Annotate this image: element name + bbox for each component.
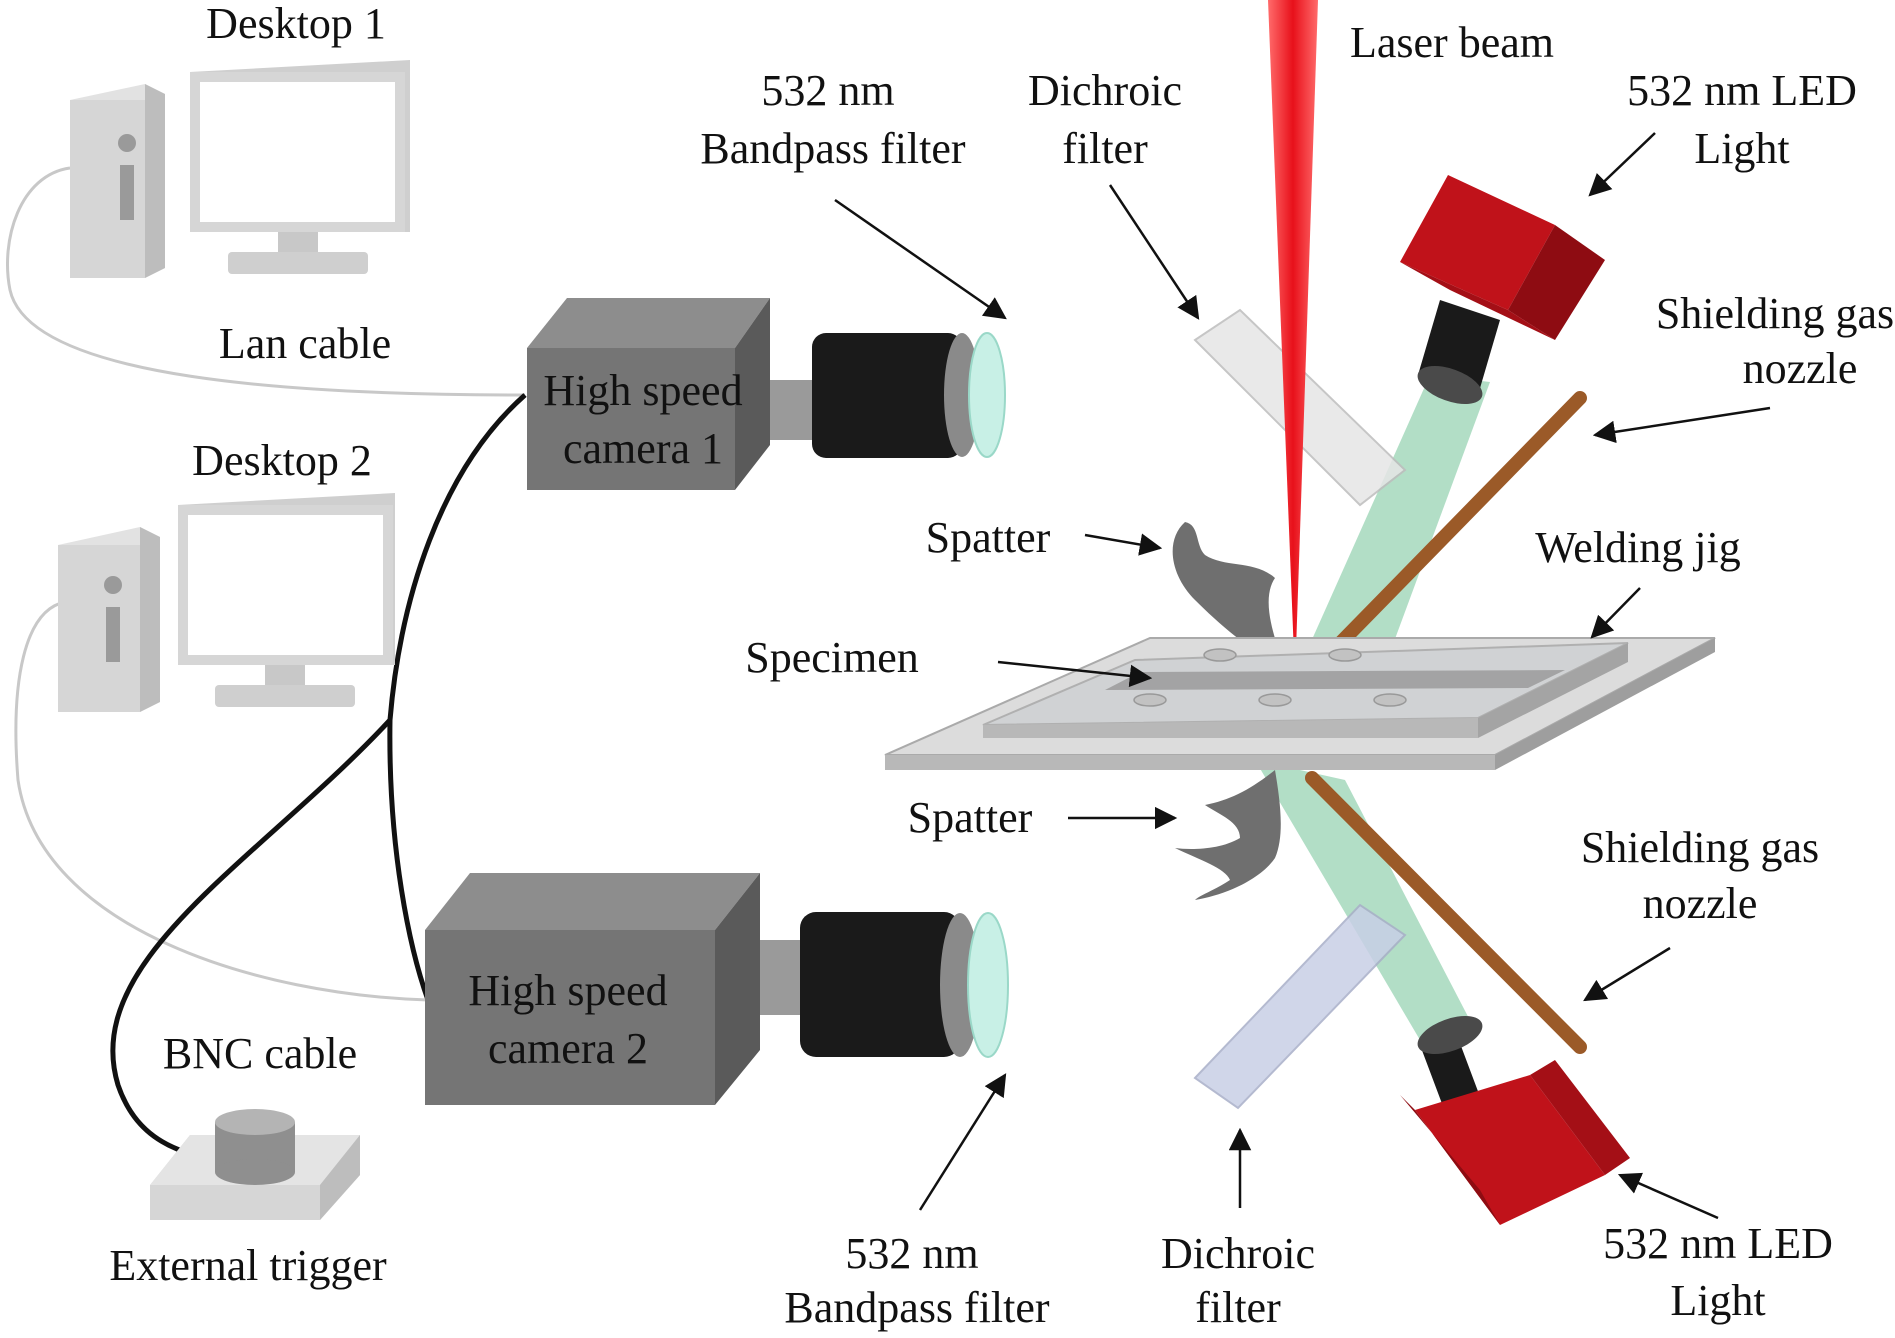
arrow-bandpass-bottom bbox=[918, 1073, 1007, 1211]
led-light-top[interactable] bbox=[1400, 175, 1605, 412]
gas-bottom-label-line1: Shielding gas bbox=[1581, 823, 1819, 872]
camera-1-label-line1: High speed bbox=[543, 366, 742, 415]
welding-jig-label: Welding jig bbox=[1535, 523, 1740, 572]
led-light-bottom[interactable] bbox=[1400, 1008, 1630, 1225]
arrow-specimen bbox=[997, 660, 1153, 688]
arrow-dichroic-top bbox=[1108, 184, 1200, 320]
arrow-spatter-top bbox=[1084, 533, 1163, 556]
high-speed-camera-1[interactable] bbox=[527, 298, 1006, 490]
led-top-label-line2: Light bbox=[1694, 124, 1789, 173]
shielding-gas-nozzle-bottom[interactable] bbox=[1305, 771, 1587, 1054]
desktop-2-label: Desktop 2 bbox=[192, 436, 372, 485]
welding-jig[interactable] bbox=[884, 637, 1716, 770]
external-trigger[interactable] bbox=[150, 1109, 360, 1220]
spatter-top bbox=[1172, 522, 1285, 668]
high-speed-camera-2[interactable] bbox=[425, 873, 1009, 1105]
arrow-gas-bottom bbox=[1583, 946, 1671, 1002]
green-light-beam-bottom bbox=[1255, 760, 1475, 1040]
bnc-cable-label: BNC cable bbox=[163, 1029, 357, 1078]
bandpass-bottom-label-line1: 532 nm bbox=[845, 1229, 978, 1278]
camera-2-label-line2: camera 2 bbox=[488, 1024, 648, 1073]
specimen-label: Specimen bbox=[745, 633, 919, 682]
dichroic-top-label-line2: filter bbox=[1062, 124, 1148, 173]
led-top-label-line1: 532 nm LED bbox=[1627, 66, 1857, 115]
shielding-gas-nozzle-top[interactable] bbox=[1305, 391, 1587, 679]
arrow-led-bottom bbox=[1617, 1172, 1719, 1220]
dichroic-filter-bottom[interactable] bbox=[1193, 903, 1407, 1110]
laser-beam bbox=[1268, 0, 1318, 680]
led-bottom-label-line1: 532 nm LED bbox=[1603, 1219, 1833, 1268]
gas-bottom-label-line2: nozzle bbox=[1643, 879, 1758, 928]
arrow-led-top bbox=[1588, 132, 1656, 197]
gas-top-label-line1: Shielding gas bbox=[1656, 289, 1894, 338]
lan-cable-2 bbox=[14, 600, 429, 1002]
specimen[interactable] bbox=[1105, 670, 1565, 690]
camera-2-label-line1: High speed bbox=[468, 966, 667, 1015]
lan-cable-1 bbox=[6, 166, 526, 397]
bandpass-top-label-line2: Bandpass filter bbox=[700, 124, 966, 173]
spatter-top-label: Spatter bbox=[926, 513, 1051, 562]
spatter-bottom bbox=[1175, 770, 1281, 900]
dichroic-bottom-label-line2: filter bbox=[1195, 1283, 1281, 1332]
gas-top-label-line2: nozzle bbox=[1743, 344, 1858, 393]
dichroic-top-label-line1: Dichroic bbox=[1028, 66, 1182, 115]
dichroic-bottom-label-line1: Dichroic bbox=[1161, 1229, 1315, 1278]
arrow-welding-jig bbox=[1590, 587, 1641, 639]
arrow-gas-top bbox=[1592, 406, 1771, 444]
bandpass-bottom-label-line2: Bandpass filter bbox=[784, 1283, 1050, 1332]
lan-cable-label: Lan cable bbox=[219, 319, 391, 368]
desktop-2[interactable] bbox=[58, 493, 395, 712]
desktop-1[interactable] bbox=[70, 60, 410, 278]
desktop-1-label: Desktop 1 bbox=[206, 0, 386, 48]
bnc-cable bbox=[110, 393, 527, 1160]
camera-1-label-line2: camera 1 bbox=[563, 424, 723, 473]
laser-beam-label: Laser beam bbox=[1350, 18, 1554, 67]
arrow-bandpass-top bbox=[834, 198, 1007, 320]
green-light-beam-top bbox=[1285, 375, 1490, 720]
led-bottom-label-line2: Light bbox=[1670, 1276, 1765, 1325]
spatter-bottom-label: Spatter bbox=[908, 793, 1033, 842]
bandpass-top-label-line1: 532 nm bbox=[761, 66, 894, 115]
external-trigger-label: External trigger bbox=[109, 1241, 387, 1290]
